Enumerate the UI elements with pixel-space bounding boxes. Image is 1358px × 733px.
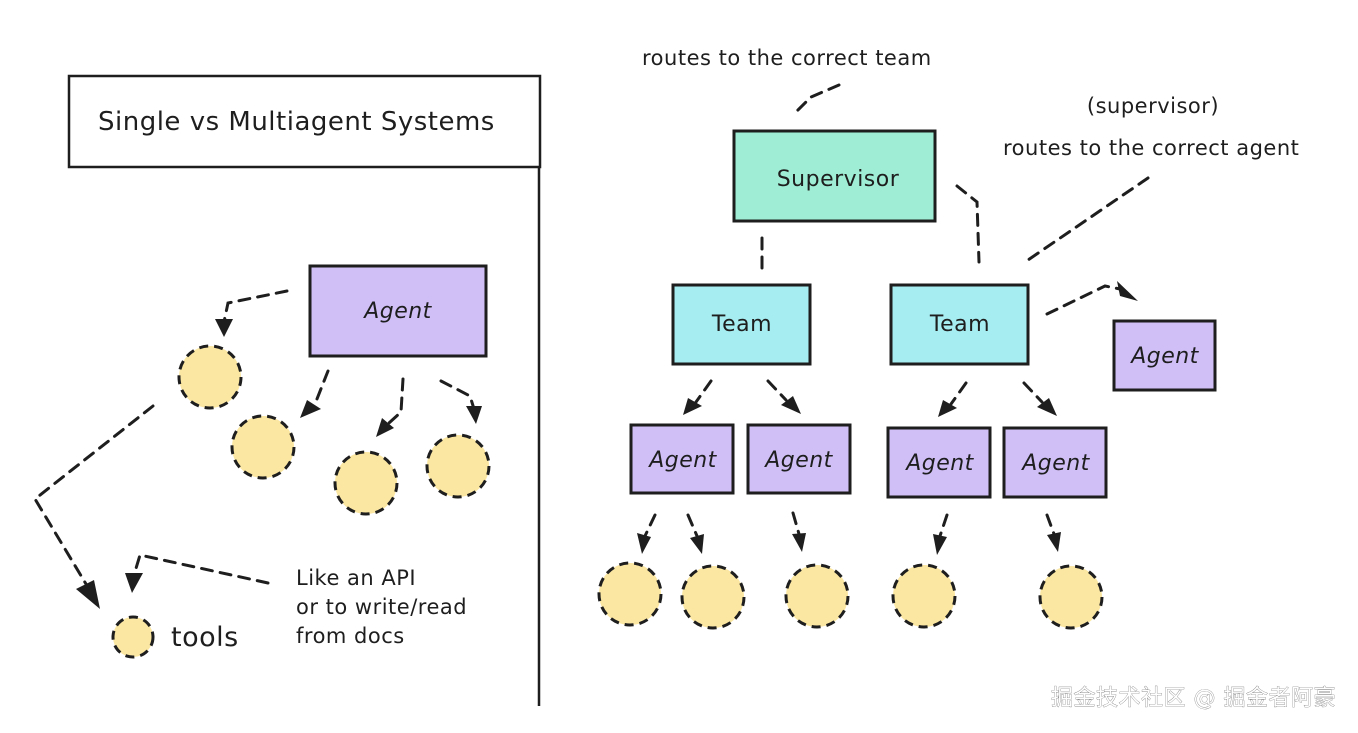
dashed-arrow-icon <box>938 513 949 538</box>
agent-label: Agent <box>904 451 974 476</box>
dashed-arrow-icon <box>686 513 699 538</box>
arrowhead-icon <box>1037 398 1057 416</box>
dashed-arrow-icon <box>132 553 270 585</box>
tools-note-line-1: Like an API <box>296 566 416 590</box>
tools-note-line-3: from docs <box>296 624 405 648</box>
single-agent-label: Agent <box>362 299 432 324</box>
dashed-arrow-icon <box>1045 513 1056 536</box>
tools-note-line-2: or to write/read <box>296 595 467 619</box>
agent-box <box>746 423 852 495</box>
agent-routing-note-line-2: routes to the correct agent <box>1003 136 1299 160</box>
dashed-arrow-icon <box>694 379 713 404</box>
dashed-arrow-icon <box>222 289 289 324</box>
dashed-arrow-icon <box>766 379 788 402</box>
arrowhead-icon <box>76 580 100 609</box>
agent-box <box>1002 426 1108 499</box>
annotation-connector <box>1026 176 1150 262</box>
single-agent-box <box>308 264 488 358</box>
dashed-arrow-icon <box>313 369 330 406</box>
tool-circle <box>784 563 850 629</box>
arrowhead-icon <box>690 534 704 554</box>
tool-circle <box>333 450 399 516</box>
title-box <box>67 74 542 169</box>
direct-agent-label: Agent <box>1129 344 1199 369</box>
agent-label: Agent <box>647 448 717 473</box>
diagram-title: Single vs Multiagent Systems <box>98 107 495 137</box>
arrowhead-icon <box>938 400 957 417</box>
dashed-arrow-icon <box>1022 381 1044 404</box>
arrowhead-icon <box>933 534 947 555</box>
arrowhead-icon <box>215 319 233 337</box>
agent-label: Agent <box>1020 451 1090 476</box>
team-box-1 <box>671 283 812 366</box>
dashed-arrow-icon <box>791 511 801 536</box>
team-box-2 <box>889 283 1030 366</box>
supervisor-box <box>732 129 937 223</box>
legend-tools-label: tools <box>171 622 239 653</box>
arrowhead-icon <box>792 533 806 552</box>
watermark-text: 掘金技术社区 @ 掘金者阿豪 <box>1051 686 1336 711</box>
tool-circle <box>230 414 296 480</box>
supervisor-label: Supervisor <box>777 167 900 192</box>
multi-agent-panel: routes to the correct team (supervisor) … <box>597 46 1299 630</box>
tool-circle <box>177 344 243 410</box>
tool-circle <box>597 561 663 627</box>
arrowhead-icon <box>466 406 482 424</box>
tool-circle <box>1038 564 1104 630</box>
dashed-arrow-icon <box>387 377 405 425</box>
arrowhead-icon <box>637 533 651 554</box>
tool-circle <box>891 563 957 629</box>
arrowhead-icon <box>300 400 321 418</box>
agent-box <box>629 423 735 495</box>
arrowhead-icon <box>125 573 143 593</box>
agent-routing-note-line-1: (supervisor) <box>1087 94 1219 118</box>
arrowhead-icon <box>683 398 702 415</box>
agent-label: Agent <box>763 448 833 473</box>
arrowhead-icon <box>376 418 394 437</box>
dashed-arrow-icon <box>33 404 155 586</box>
arrowhead-icon <box>1047 532 1061 552</box>
arrowhead-icon <box>1117 281 1138 301</box>
single-agent-panel: Single vs Multiagent Systems Agent tools… <box>33 74 542 706</box>
dashed-arrow-icon <box>949 381 968 406</box>
dashed-arrow-icon <box>439 379 476 411</box>
dashed-connector <box>955 184 981 264</box>
team-label-2: Team <box>929 312 990 337</box>
tool-circle <box>425 433 491 499</box>
direct-agent-box <box>1112 319 1217 392</box>
legend-tool-icon <box>111 615 155 659</box>
team-label-1: Team <box>711 312 772 337</box>
dashed-arrow-icon <box>1045 284 1122 316</box>
arrowhead-icon <box>781 396 801 414</box>
agent-box <box>886 426 992 499</box>
annotation-connector <box>795 83 841 113</box>
dashed-arrow-icon <box>643 513 657 538</box>
team-routing-note: routes to the correct team <box>642 46 932 70</box>
tool-circle <box>680 564 746 630</box>
